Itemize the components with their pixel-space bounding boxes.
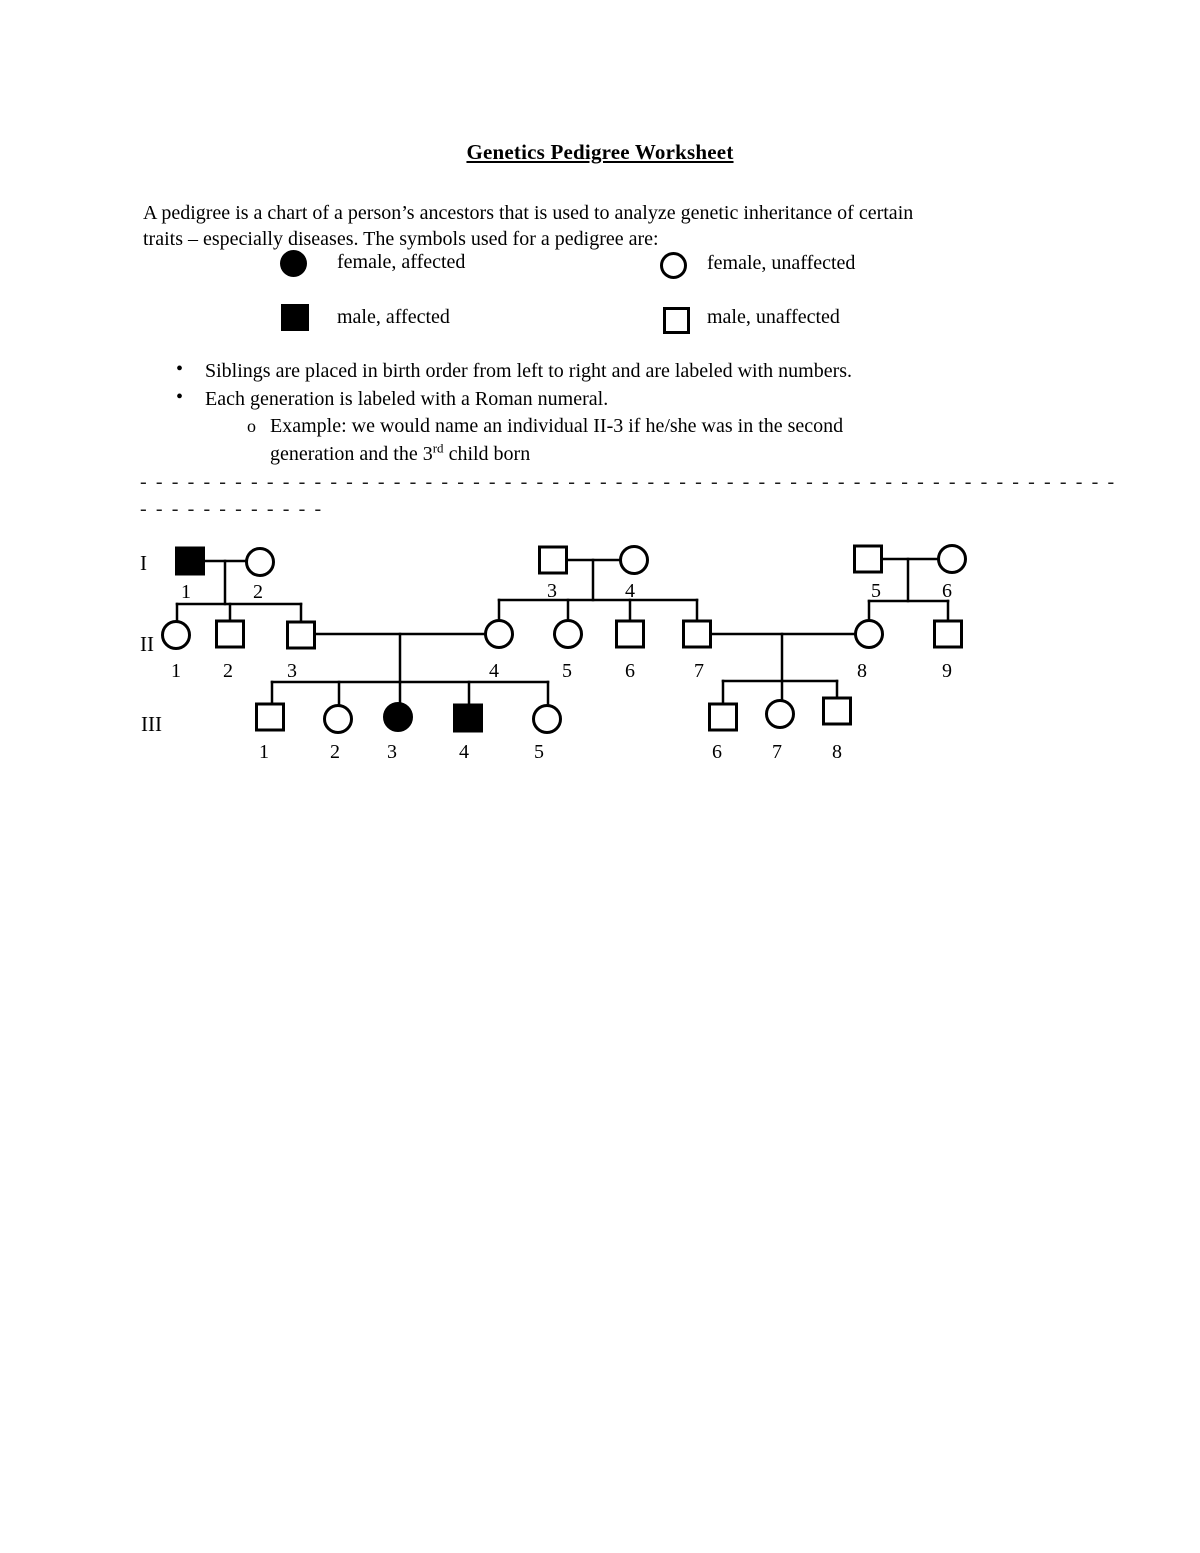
individual-I-2 bbox=[245, 547, 275, 577]
individual-III-4 bbox=[453, 703, 483, 733]
birth-order-number: 1 bbox=[171, 660, 181, 682]
birth-order-number: 6 bbox=[712, 741, 722, 763]
individual-I-6 bbox=[937, 544, 967, 574]
individual-III-5 bbox=[532, 704, 562, 734]
individual-II-8 bbox=[854, 619, 884, 649]
generation-label-III: III bbox=[141, 712, 162, 736]
female-affected-icon bbox=[280, 250, 307, 277]
legend-label-female-affected: female, affected bbox=[337, 251, 466, 273]
legend-label-male-affected: male, affected bbox=[337, 306, 450, 328]
individual-I-4 bbox=[619, 545, 649, 575]
birth-order-number: 3 bbox=[547, 580, 557, 602]
individual-I-5 bbox=[853, 544, 883, 574]
individual-II-7 bbox=[682, 619, 712, 649]
individual-III-6 bbox=[708, 702, 738, 732]
bullet-marker: • bbox=[176, 358, 184, 380]
generation-label-I: I bbox=[140, 551, 147, 575]
individual-III-2 bbox=[323, 704, 353, 734]
example-line2: generation and the 3rd child born bbox=[270, 440, 531, 466]
individual-II-6 bbox=[615, 619, 645, 649]
birth-order-number: 3 bbox=[387, 741, 397, 763]
birth-order-number: 1 bbox=[259, 741, 269, 763]
individual-II-4 bbox=[484, 619, 514, 649]
birth-order-number: 4 bbox=[625, 580, 635, 602]
individual-III-3 bbox=[383, 702, 413, 732]
individual-I-1 bbox=[175, 546, 205, 576]
example-line2-tail: child born bbox=[443, 443, 531, 465]
page-title: Genetics Pedigree Worksheet bbox=[466, 140, 734, 164]
birth-order-number: 5 bbox=[562, 660, 572, 682]
example-line1: Example: we would name an individual II-… bbox=[270, 415, 844, 437]
birth-order-number: 5 bbox=[534, 741, 544, 763]
birth-order-number: 8 bbox=[857, 660, 867, 682]
birth-order-number: 2 bbox=[330, 741, 340, 763]
bullet-marker: • bbox=[176, 386, 184, 408]
birth-order-number: 5 bbox=[871, 580, 881, 602]
individual-III-1 bbox=[255, 702, 285, 732]
male-affected-icon bbox=[281, 304, 309, 331]
birth-order-number: 4 bbox=[459, 741, 469, 763]
separator-line-2: - - - - - - - - - - - - bbox=[140, 498, 322, 520]
birth-order-number: 4 bbox=[489, 660, 499, 682]
intro-paragraph-line1: A pedigree is a chart of a person’s ance… bbox=[143, 202, 914, 224]
birth-order-number: 9 bbox=[942, 660, 952, 682]
intro-paragraph-line2: traits – especially diseases. The symbol… bbox=[143, 228, 659, 250]
generation-label-II: II bbox=[140, 632, 154, 656]
individual-II-2 bbox=[215, 619, 245, 649]
individual-II-9 bbox=[933, 619, 963, 649]
example-line2-text: generation and the 3 bbox=[270, 443, 433, 465]
individual-III-7 bbox=[765, 699, 795, 729]
male-unaffected-icon bbox=[663, 307, 690, 334]
birth-order-number: 2 bbox=[253, 581, 263, 603]
individual-II-1 bbox=[161, 620, 191, 650]
birth-order-number: 2 bbox=[223, 660, 233, 682]
birth-order-number: 3 bbox=[287, 660, 297, 682]
birth-order-number: 1 bbox=[181, 581, 191, 603]
individual-II-5 bbox=[553, 619, 583, 649]
ordinal-superscript: rd bbox=[432, 440, 444, 456]
individual-I-3 bbox=[538, 545, 568, 575]
legend-label-male-unaffected: male, unaffected bbox=[707, 306, 840, 328]
individual-II-3 bbox=[286, 620, 316, 650]
birth-order-number: 8 bbox=[832, 741, 842, 763]
bullet-item-siblings: Siblings are placed in birth order from … bbox=[205, 360, 853, 382]
sub-bullet-marker: o bbox=[247, 416, 256, 436]
bullet-item-generations: Each generation is labeled with a Roman … bbox=[205, 388, 609, 410]
individual-III-8 bbox=[822, 696, 852, 726]
separator-line-1: - - - - - - - - - - - - - - - - - - - - … bbox=[140, 471, 1115, 493]
birth-order-number: 6 bbox=[942, 580, 952, 602]
birth-order-number: 6 bbox=[625, 660, 635, 682]
legend-label-female-unaffected: female, unaffected bbox=[707, 252, 856, 274]
female-unaffected-icon bbox=[660, 252, 687, 279]
birth-order-number: 7 bbox=[772, 741, 782, 763]
birth-order-number: 7 bbox=[694, 660, 704, 682]
